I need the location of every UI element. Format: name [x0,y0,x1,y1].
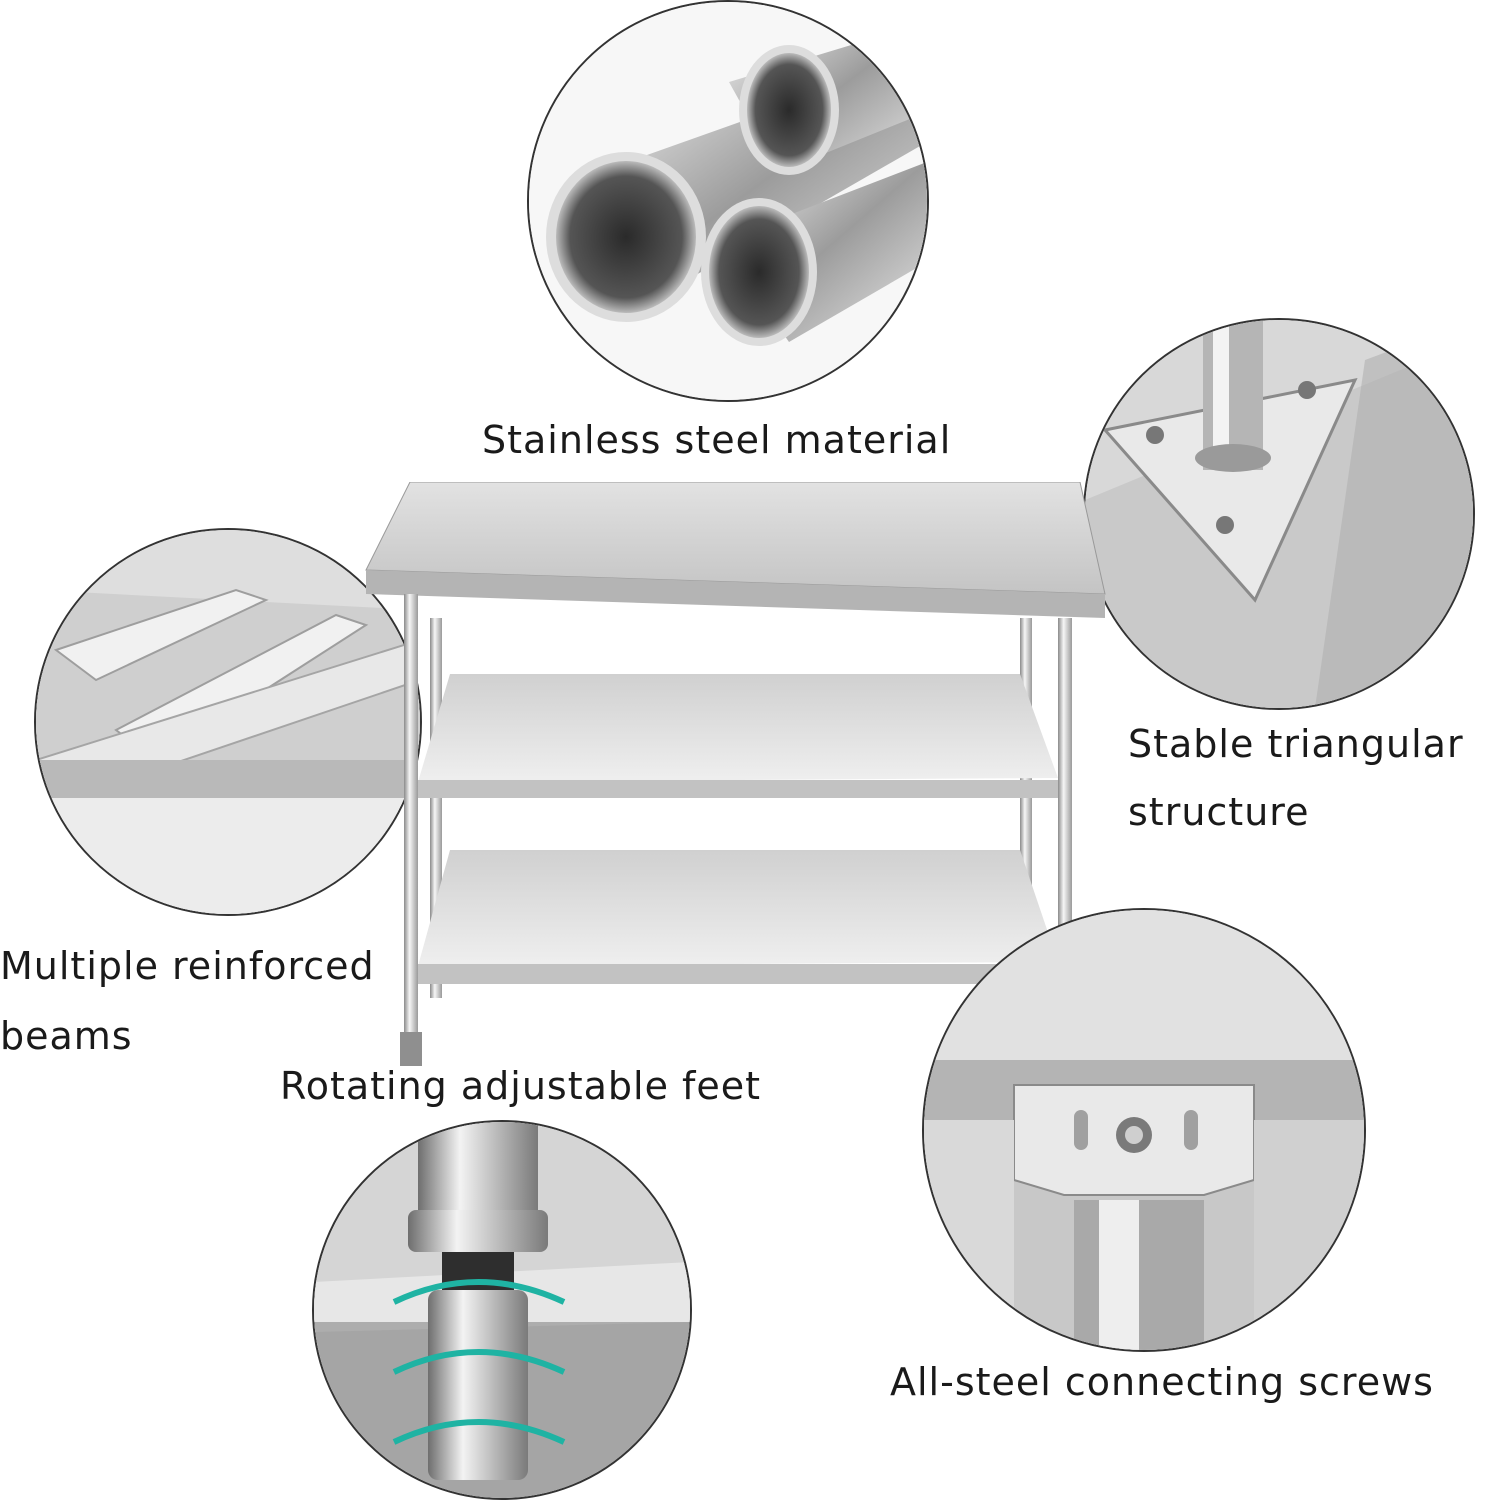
tube-detail-image [527,0,929,402]
caption-screws: All-steel connecting screws [890,1360,1434,1404]
caption-feet: Rotating adjustable feet [280,1064,762,1108]
caption-triangular-line2: structure [1128,790,1310,834]
bracket-detail-image [1083,318,1475,710]
caption-beams-line1: Multiple reinforced [0,944,375,988]
table-product-image [360,482,1110,1072]
caption-beams-line2: beams [0,1014,133,1058]
caption-material: Stainless steel material [482,418,952,462]
foot-detail-image [312,1120,692,1500]
caption-triangular-line1: Stable triangular [1128,722,1464,766]
screw-detail-image [922,908,1366,1352]
